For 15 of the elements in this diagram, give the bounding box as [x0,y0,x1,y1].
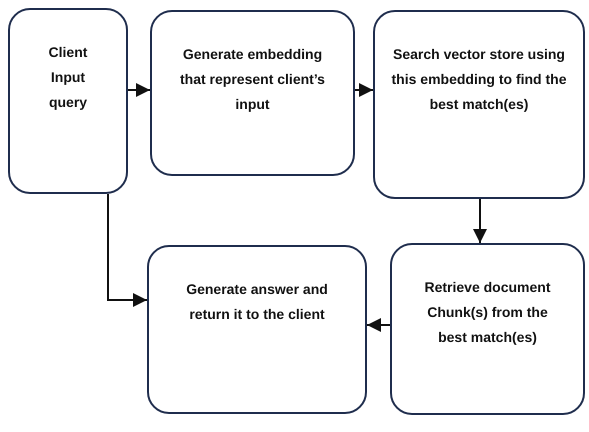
box-label: Search vector store using this embedding to find the best match(es) [390,45,568,114]
arrow [128,83,150,97]
arrow [355,83,373,97]
box-label: Generate embedding that represent client’s input [179,45,326,114]
arrow [367,318,390,332]
process-box [150,10,355,176]
box-label: Generate answer and return it to the client [185,280,329,324]
arrow [473,199,487,243]
box-label: Retrieve document Chunk(s) from the best match(es) [423,278,552,347]
process-box [8,8,128,194]
box-label: Client Input query [48,43,88,112]
arrow [107,194,147,307]
process-box [147,245,367,414]
process-box [373,10,585,199]
process-box [390,243,585,415]
